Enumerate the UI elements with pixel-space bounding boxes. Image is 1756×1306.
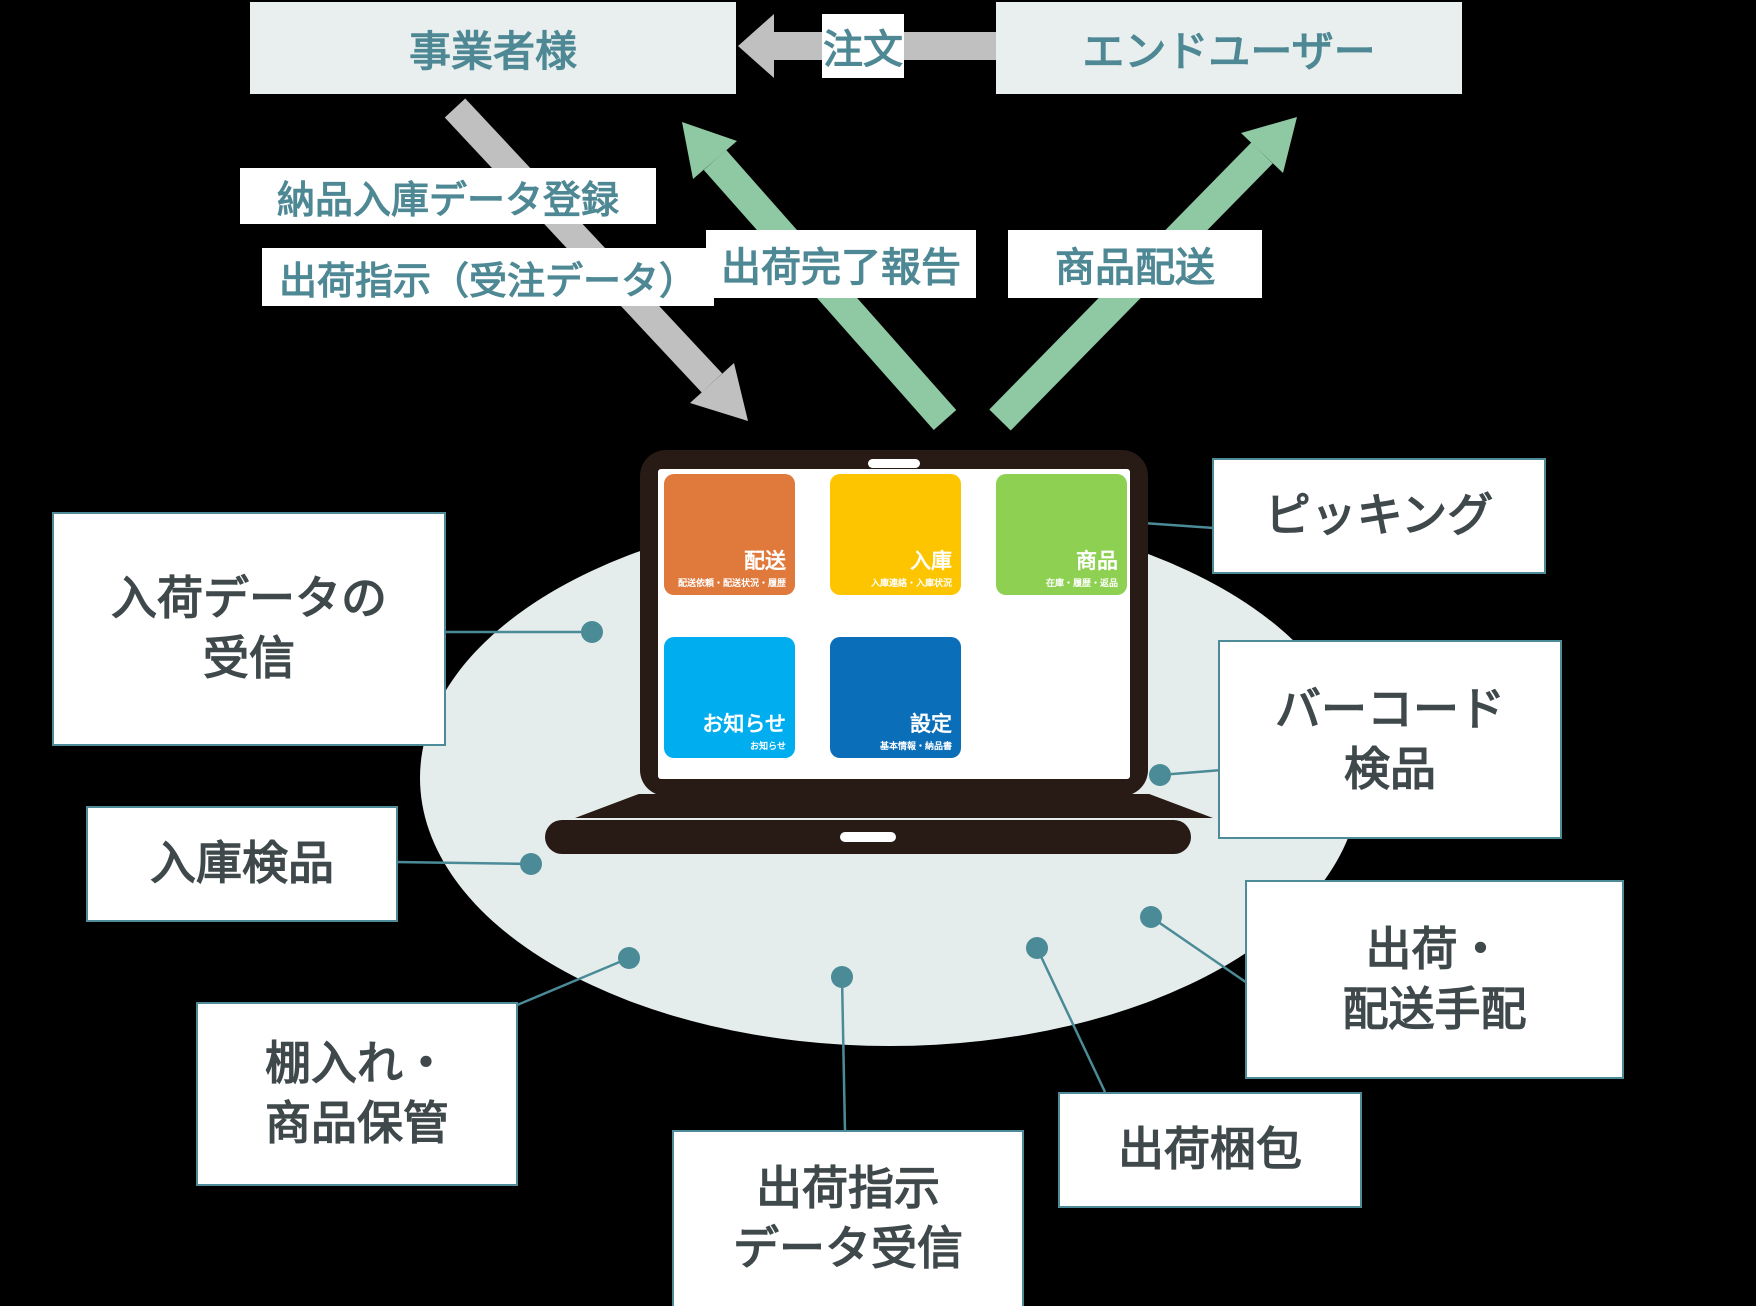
process-line: 入庫検品 bbox=[150, 837, 334, 890]
app-tile-warehousing: 入庫入庫連絡・入庫状況 bbox=[830, 474, 961, 595]
actor-box-end-user: エンドユーザー bbox=[996, 2, 1462, 94]
tile-title: 設定 bbox=[910, 712, 952, 736]
process-line: ピッキング bbox=[1264, 489, 1494, 542]
process-box-receive-arrival-data: 入荷データの 受信 bbox=[52, 512, 446, 746]
tile-title: お知らせ bbox=[702, 712, 786, 736]
laptop-hinge bbox=[575, 794, 1213, 818]
app-tile-settings: 設定基本情報・納品書 bbox=[830, 637, 961, 758]
delivery-data-register-label: 納品入庫データ登録 bbox=[240, 168, 656, 224]
process-line: 商品保管 bbox=[265, 1097, 449, 1149]
shipping-instruction-label: 出荷指示（受注データ） bbox=[262, 248, 714, 306]
process-box-shelving-storage: 棚入れ・ 商品保管 bbox=[196, 1002, 518, 1186]
process-line: バーコード bbox=[1275, 682, 1505, 735]
tile-title: 配送 bbox=[744, 549, 786, 573]
laptop-camera bbox=[868, 459, 920, 468]
tile-title: 商品 bbox=[1076, 549, 1118, 573]
business-to-system-arrow bbox=[444, 98, 748, 421]
process-box-picking: ピッキング bbox=[1212, 458, 1546, 574]
process-line: 出荷・ bbox=[1365, 922, 1504, 975]
laptop-screen: 配送配送依頼・配送状況・履歴 入庫入庫連絡・入庫状況 商品在庫・履歴・返品 お知… bbox=[658, 469, 1130, 779]
tile-subtitle: 基本情報・納品書 bbox=[879, 741, 952, 751]
process-line: 配送手配 bbox=[1342, 982, 1527, 1035]
process-line: 出荷梱包 bbox=[1118, 1123, 1302, 1176]
process-box-warehouse-inspection: 入庫検品 bbox=[86, 806, 398, 922]
app-tile-products: 商品在庫・履歴・返品 bbox=[996, 474, 1127, 595]
tile-subtitle: 配送依頼・配送状況・履歴 bbox=[677, 578, 786, 588]
laptop-base-notch bbox=[840, 832, 896, 842]
process-line: 入荷データの bbox=[111, 572, 387, 625]
app-tile-notices: お知らせお知らせ bbox=[664, 637, 795, 758]
order-label: 注文 bbox=[822, 14, 904, 78]
process-line: 検品 bbox=[1344, 742, 1436, 795]
app-tile-delivery: 配送配送依頼・配送状況・履歴 bbox=[664, 474, 795, 595]
tile-subtitle: 入庫連絡・入庫状況 bbox=[870, 578, 952, 588]
tile-subtitle: お知らせ bbox=[750, 741, 786, 751]
process-box-shipping-delivery-arrangement: 出荷・ 配送手配 bbox=[1245, 880, 1624, 1079]
process-box-barcode-inspection: バーコード 検品 bbox=[1218, 640, 1562, 839]
process-line: 受信 bbox=[203, 632, 295, 684]
process-line: 棚入れ・ bbox=[265, 1037, 449, 1090]
tile-title: 入庫 bbox=[910, 549, 952, 573]
process-line: 出荷指示 bbox=[756, 1162, 940, 1215]
tile-subtitle: 在庫・履歴・返品 bbox=[1045, 578, 1118, 588]
process-box-shipping-packing: 出荷梱包 bbox=[1058, 1092, 1362, 1208]
process-line: データ受信 bbox=[733, 1222, 963, 1274]
process-box-receive-shipping-instruction: 出荷指示 データ受信 bbox=[672, 1130, 1024, 1306]
connector-dots bbox=[520, 507, 1171, 988]
shipping-complete-label: 出荷完了報告 bbox=[706, 230, 976, 298]
actor-box-business: 事業者様 bbox=[250, 2, 736, 94]
product-delivery-label: 商品配送 bbox=[1008, 230, 1262, 298]
